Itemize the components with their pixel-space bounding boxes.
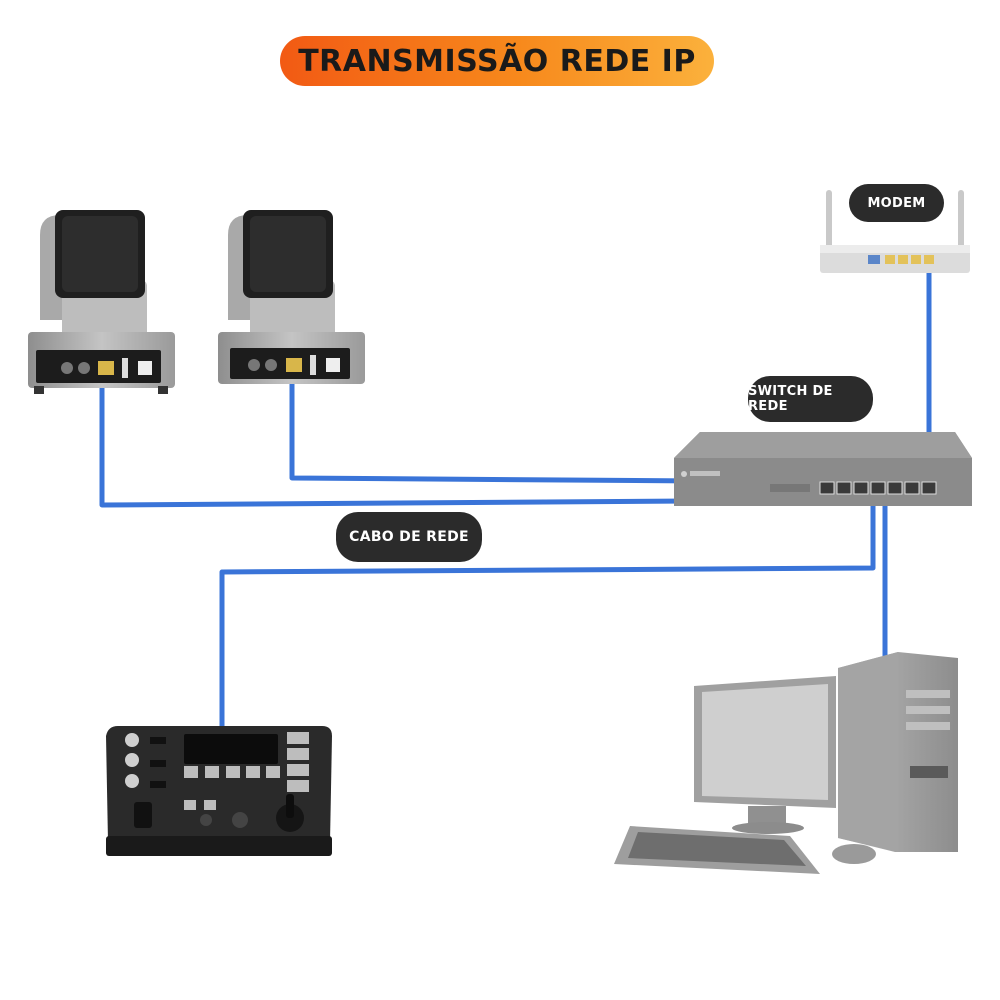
page-title: TRANSMISSÃO REDE IP	[298, 43, 696, 79]
ptz-controller	[106, 726, 332, 856]
desktop-computer	[614, 652, 958, 874]
network-switch	[674, 432, 972, 506]
switch-ports	[819, 481, 937, 495]
modem-label: MODEM	[849, 184, 944, 222]
ptz-camera-1	[28, 210, 175, 394]
switch-label: SWITCH DE REDE	[748, 376, 873, 422]
cable-label: CABO DE REDE	[336, 512, 482, 562]
title-banner: TRANSMISSÃO REDE IP	[280, 36, 714, 86]
modem	[820, 190, 970, 273]
ptz-camera-2	[218, 210, 365, 384]
cable-controller-switch	[219, 495, 876, 730]
